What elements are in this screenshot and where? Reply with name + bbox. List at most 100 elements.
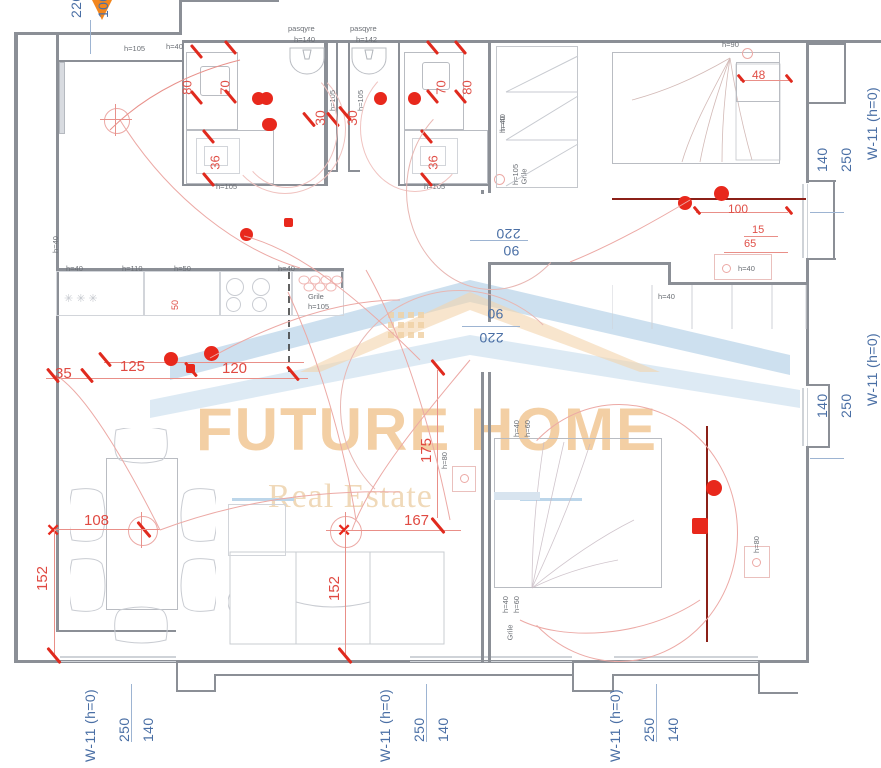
bottom-sill-mid4 (612, 674, 760, 676)
entry-niche-height-2: h=40 (166, 42, 183, 51)
exterior-wall-right-jog2 (806, 180, 836, 182)
dim-living-167: 167 (404, 512, 430, 529)
entry-door-rule (90, 20, 91, 54)
window-bottom-center-width: 140 (435, 717, 451, 742)
mirror-label-right: pasqyre (350, 24, 377, 33)
door-swing-upper (406, 92, 578, 290)
bottom-sill-mid2 (572, 690, 614, 692)
bed-bottom-grille-label: Grile (505, 624, 515, 641)
dim-dining-108: 108 (84, 512, 110, 529)
window-bottom-center-height: 250 (411, 717, 427, 742)
hob-burner-1 (226, 278, 244, 296)
dim-line-bed-top-15 (744, 236, 778, 237)
dim-bed-top-48: 48 (752, 68, 766, 82)
window-right-upper-height: 250 (838, 147, 854, 172)
window-glazing-bottom-right (614, 656, 758, 658)
window-right-lower-label: W-11 (h=0) (864, 332, 880, 406)
dim-bath-right-80: 80 (459, 80, 475, 95)
bed-bottom-niche-height: h=80 (751, 536, 761, 553)
wall-bath-door-jamb3 (348, 43, 350, 171)
dim-line-108 (54, 529, 146, 530)
kitchen-unit-1 (56, 271, 144, 316)
window-right-lower-height: 250 (838, 393, 854, 418)
window-glazing-bottom-right2 (614, 661, 758, 662)
window-glazing-bottom-left (60, 656, 176, 658)
dim-tick-k5 (98, 351, 112, 368)
window-right-upper-width: 140 (814, 147, 830, 172)
exterior-wall-right-jog1c (806, 102, 846, 104)
tick-bt-2 (784, 73, 794, 84)
exterior-wall-top-mid2 (179, 0, 279, 2)
ceiling-fixture-entry-cross-h (100, 119, 132, 120)
hob-burner-2 (252, 278, 270, 296)
dim-kitchen-125: 125 (120, 358, 146, 375)
bed-top-window-height: h=90 (722, 40, 739, 49)
dim-tick-k2 (80, 367, 94, 384)
window-glazing-bottom-center (410, 656, 572, 658)
wall-bedroom-top-left (491, 262, 671, 265)
bottom-sill-left2 (176, 690, 216, 692)
wall-bath-left (182, 43, 184, 186)
dim-line-kitchen-lower (46, 378, 308, 379)
exterior-wall-right-jog2b (833, 180, 835, 260)
dim-line-bed-top-65 (724, 252, 788, 253)
dim-bed-top-65: 65 (744, 238, 757, 250)
entry-door-leaf (59, 62, 65, 134)
socket-entry-1 (240, 228, 253, 241)
dim-bed-top-100: 100 (728, 202, 749, 216)
window-glazing-right-lower2 (807, 388, 808, 446)
dim-line-152-left (54, 529, 55, 657)
exterior-wall-top-left2 (56, 60, 182, 62)
socket-kitchen-1 (164, 352, 178, 366)
dim-line-167 (345, 530, 461, 531)
wall-center-vert-mid (488, 262, 491, 322)
dim-line-kitchen-upper (104, 362, 304, 363)
wall-bedroom-top-left3 (668, 282, 806, 285)
bottom-sill-left4 (214, 674, 574, 676)
kitchen-height-label-3: h=50 (174, 264, 191, 273)
window-glazing-right-lower (802, 388, 804, 446)
watermark-rule-left (232, 498, 294, 501)
socket-kitchen-2 (204, 346, 219, 361)
wall-bedroom-top-left2 (668, 262, 671, 284)
bed-bottom-nightstand (744, 546, 770, 578)
bed-bottom-swing (500, 404, 738, 662)
window-glazing-bottom-left2 (60, 661, 176, 662)
bed-top-niche-height: h=40 (658, 292, 675, 301)
window-right-lower-rule (810, 458, 844, 459)
x-marker-left-wall: ✕ (46, 522, 60, 539)
mirror-height-right: h=142 (356, 35, 378, 44)
kitchen-grille-icon (298, 275, 343, 292)
dim-line-bed-top-100 (696, 212, 788, 213)
window-bottom-right-height: 250 (641, 717, 657, 742)
exterior-wall-right-jog2c (806, 258, 836, 260)
window-bottom-left-height: 250 (116, 717, 132, 742)
mirror-label-left: pasqyre (288, 24, 315, 33)
entry-niche-height: h=40 (50, 236, 60, 253)
living-socket-height: h=80 (439, 452, 449, 469)
exterior-wall-right-jog3 (806, 384, 830, 386)
wall-bath-door-jamb4 (348, 170, 360, 172)
kitchen-duct-dashed (288, 272, 290, 372)
window-right-upper-label: W-11 (h=0) (864, 86, 880, 160)
entry-wall-height: h=105 (124, 44, 146, 53)
bed-top-outline (612, 52, 780, 164)
entry-door-height: 220 (68, 0, 84, 18)
exterior-wall-right-lower (806, 446, 809, 662)
bed-top-shelf-height: h=40 (738, 264, 755, 273)
kitchen-grille-height: h=105 (308, 302, 330, 311)
entry-direction-marker-icon (89, 0, 115, 20)
window-glazing-bottom-center2 (410, 661, 572, 662)
dim-line-175 (437, 370, 438, 518)
living-rug (228, 504, 286, 556)
dim-bed-top-15: 15 (752, 224, 765, 236)
door-swing-wc-left (236, 66, 338, 188)
bottom-sill-right2 (758, 692, 798, 694)
exterior-wall-right-jog3c (806, 446, 830, 448)
bed-top-wardrobe-lines (612, 285, 807, 329)
mirror-height-left: h=140 (294, 35, 316, 44)
exterior-wall-right-jog1b (844, 43, 846, 103)
kitchen-symbol-coil: ✳✳✳ (64, 293, 101, 305)
ceiling-fixture-entry-icon (104, 108, 130, 134)
wall-bath-door-jamb1 (326, 170, 338, 172)
